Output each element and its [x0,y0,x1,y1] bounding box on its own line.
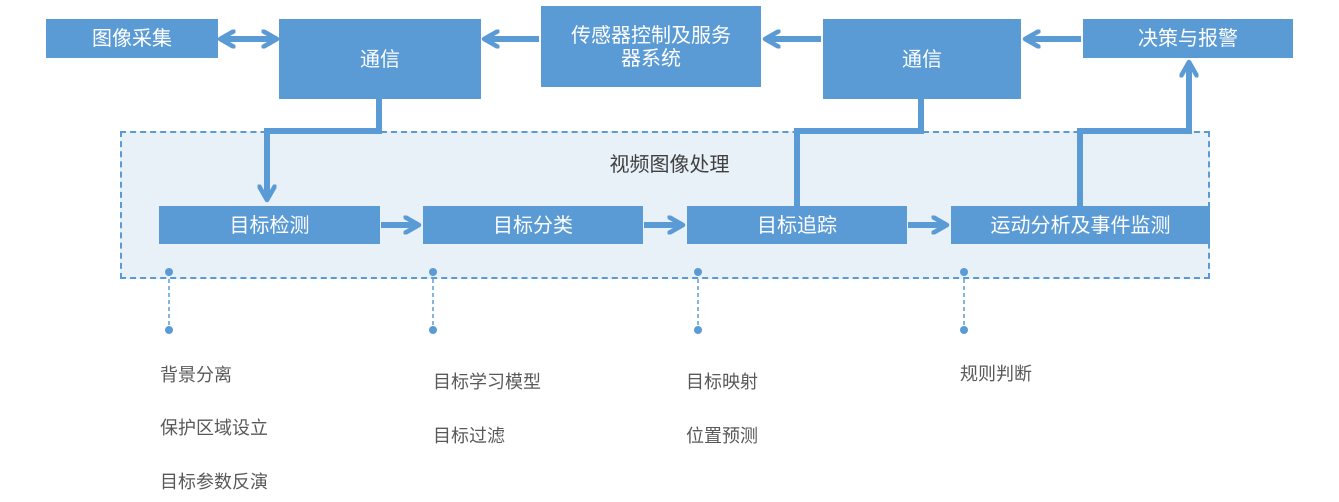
dot-classification-bottom [429,326,437,334]
detail-detection-3: 目标参数反演 [160,472,268,493]
dot-detection-bottom [165,326,173,334]
arrow-comm-to-detection [267,99,382,198]
communication-right-box: 通信 [823,19,1021,99]
decision-alarm-box: 决策与报警 [1083,19,1293,58]
sensor-control-box: 传感器控制及服务 器系统 [541,6,761,87]
arrow-motion-to-decision [1077,64,1189,206]
dot-classification-top [429,268,437,276]
video-processing-title: 视频图像处理 [609,152,730,176]
stage-target-detection: 目标检测 [159,206,380,244]
stage-motion-analysis: 运动分析及事件监测 [951,206,1210,244]
communication-left-box: 通信 [279,19,481,99]
dot-tracking-top [694,268,702,276]
dot-motion-bottom [960,326,968,334]
image-capture-box: 图像采集 [46,19,218,58]
stage-target-classification: 目标分类 [423,206,643,244]
detail-classification-1: 目标学习模型 [433,372,541,393]
detail-detection-2: 保护区域设立 [160,418,268,439]
detail-tracking-2: 位置预测 [686,426,758,447]
sensor-control-line1: 传感器控制及服务 [571,22,731,47]
detail-tracking-1: 目标映射 [686,372,758,393]
detail-classification-2: 目标过滤 [433,426,505,447]
dot-motion-top [960,268,968,276]
video-processing-region [120,131,1210,279]
detail-detection-1: 背景分离 [160,365,232,386]
sensor-control-line2: 器系统 [621,45,681,70]
dot-tracking-bottom [694,326,702,334]
detail-motion-1: 规则判断 [960,364,1032,385]
dot-detection-top [165,268,173,276]
stage-target-tracking: 目标追踪 [687,206,907,244]
line-tracking-to-comm-right [794,99,924,206]
